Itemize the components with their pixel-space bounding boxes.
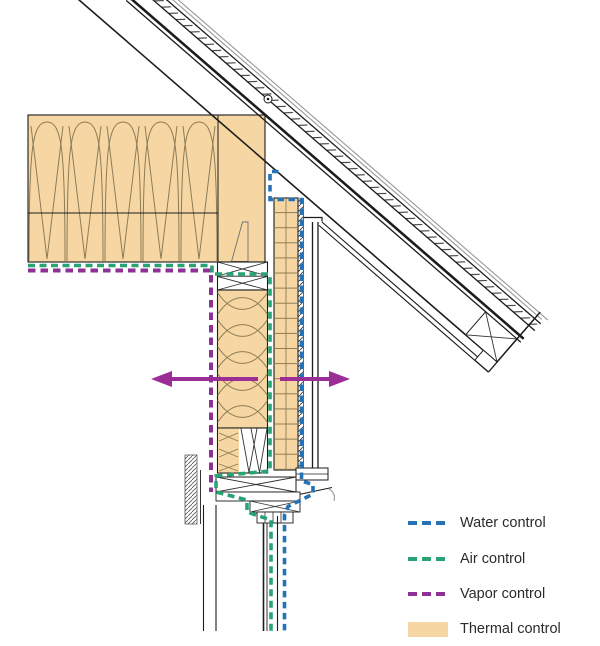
soffit-line [321, 221, 492, 370]
interior-head-trim [184, 454, 198, 525]
exterior-insulation [273, 197, 299, 471]
roof-sheathing-hatch [122, 0, 541, 331]
ceiling-insulation [27, 114, 266, 263]
window-head-framing [216, 427, 269, 474]
roof-assembly [75, 0, 549, 373]
head-flashing [298, 487, 333, 495]
vapor-control-line [28, 268, 213, 492]
water-control-line [268, 169, 315, 631]
window-frame [202, 505, 279, 631]
cladding [311, 222, 319, 468]
wall-cavity-insulation [216, 289, 269, 429]
window-head [184, 454, 301, 525]
air-control-line [28, 263, 273, 631]
drying-arrow-left [151, 371, 258, 387]
roof-fastener-dot [266, 97, 270, 101]
drying-arrow-right [280, 371, 350, 387]
frieze-step [303, 216, 323, 222]
